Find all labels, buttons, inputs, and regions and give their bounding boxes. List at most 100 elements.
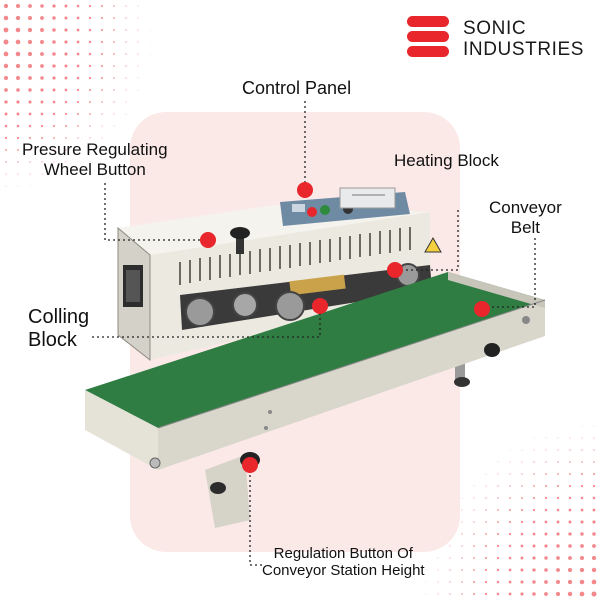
halftone-dot xyxy=(89,161,91,163)
halftone-dot xyxy=(580,484,584,488)
halftone-dot xyxy=(101,125,103,127)
halftone-dot xyxy=(52,16,56,20)
halftone-dot xyxy=(508,592,512,596)
halftone-dot xyxy=(449,593,451,595)
halftone-dot xyxy=(461,497,463,499)
halftone-dot xyxy=(521,449,523,451)
halftone-dot xyxy=(65,161,67,163)
halftone-dot xyxy=(568,508,572,512)
halftone-dot xyxy=(125,65,127,67)
halftone-dot xyxy=(568,496,572,500)
halftone-dot xyxy=(461,569,463,571)
halftone-dot xyxy=(76,88,80,92)
halftone-dot xyxy=(101,65,103,67)
halftone-dot xyxy=(113,29,115,31)
halftone-dot xyxy=(52,76,56,80)
marker-dots xyxy=(200,182,490,473)
halftone-dot xyxy=(52,112,56,116)
halftone-dot xyxy=(593,437,595,439)
halftone-dot xyxy=(568,544,572,548)
halftone-dot xyxy=(65,125,67,127)
halftone-dot xyxy=(113,101,115,103)
halftone-dot xyxy=(591,579,597,585)
halftone-dot xyxy=(101,113,103,115)
halftone-dot xyxy=(27,39,33,45)
halftone-dot xyxy=(437,557,439,559)
halftone-dot xyxy=(137,65,139,67)
halftone-dot xyxy=(556,568,560,572)
halftone-dot xyxy=(508,544,512,548)
halftone-dot xyxy=(485,545,487,547)
halftone-dot xyxy=(497,485,499,487)
halftone-dot xyxy=(40,76,44,80)
halftone-dot xyxy=(544,568,548,572)
halftone-dot xyxy=(591,555,597,561)
halftone-dot xyxy=(113,113,115,115)
halftone-dot xyxy=(15,15,21,21)
halftone-dot xyxy=(15,39,21,45)
halftone-dot xyxy=(473,497,475,499)
halftone-dot xyxy=(473,593,475,595)
halftone-dot xyxy=(27,27,33,33)
halftone-dot xyxy=(77,125,79,127)
halftone-dot xyxy=(520,508,524,512)
halftone-dot xyxy=(28,136,32,140)
halftone-dot xyxy=(89,149,91,151)
halftone-dot xyxy=(509,449,511,451)
brand-line-2: INDUSTRIES xyxy=(463,39,585,61)
halftone-dot xyxy=(593,461,595,463)
halftone-dot xyxy=(149,65,151,67)
marker-dot-icon xyxy=(312,298,328,314)
halftone-dot xyxy=(508,568,512,572)
halftone-dot xyxy=(569,473,571,475)
halftone-dot xyxy=(473,533,475,535)
halftone-dot xyxy=(53,173,55,175)
halftone-dot xyxy=(461,533,463,535)
halftone-dot xyxy=(555,591,561,597)
halftone-dot xyxy=(125,125,127,127)
halftone-dot xyxy=(28,112,32,116)
halftone-dot xyxy=(568,484,572,488)
halftone-dot xyxy=(593,473,595,475)
halftone-dot xyxy=(581,461,583,463)
halftone-dot xyxy=(16,124,20,128)
halftone-dot xyxy=(508,556,512,560)
halftone-dot xyxy=(5,149,7,151)
halftone-dot xyxy=(3,39,9,45)
halftone-dot xyxy=(461,485,463,487)
halftone-dot xyxy=(137,5,139,7)
halftone-dot xyxy=(76,76,80,80)
halftone-dot xyxy=(65,149,67,151)
halftone-dot xyxy=(533,461,535,463)
halftone-dot xyxy=(544,544,548,548)
halftone-dot xyxy=(41,149,43,151)
halftone-dot xyxy=(101,101,103,103)
halftone-dot xyxy=(437,593,439,595)
halftone-dot xyxy=(581,437,583,439)
halftone-dot xyxy=(533,473,535,475)
label-regulation-button: Regulation Button Of Conveyor Station He… xyxy=(262,545,425,580)
halftone-dot xyxy=(89,125,91,127)
halftone-dot xyxy=(533,437,535,439)
halftone-dot xyxy=(4,88,8,92)
halftone-dot xyxy=(544,580,548,584)
halftone-dot xyxy=(16,112,20,116)
halftone-dot xyxy=(28,64,32,68)
halftone-dot xyxy=(485,533,487,535)
halftone-dot xyxy=(53,161,55,163)
halftone-dot xyxy=(65,173,67,175)
halftone-dot xyxy=(64,40,68,44)
label-conveyor-belt: Conveyor Belt xyxy=(489,198,562,237)
halftone-dot xyxy=(545,449,547,451)
halftone-dot xyxy=(53,149,55,151)
halftone-dot xyxy=(544,592,548,596)
halftone-dot xyxy=(113,17,115,19)
halftone-dot xyxy=(579,555,585,561)
halftone-dot xyxy=(88,40,92,44)
halftone-dot xyxy=(64,64,68,68)
halftone-dot xyxy=(593,449,595,451)
halftone-dot xyxy=(532,580,536,584)
halftone-dot xyxy=(52,52,56,56)
halftone-dot xyxy=(89,137,91,139)
